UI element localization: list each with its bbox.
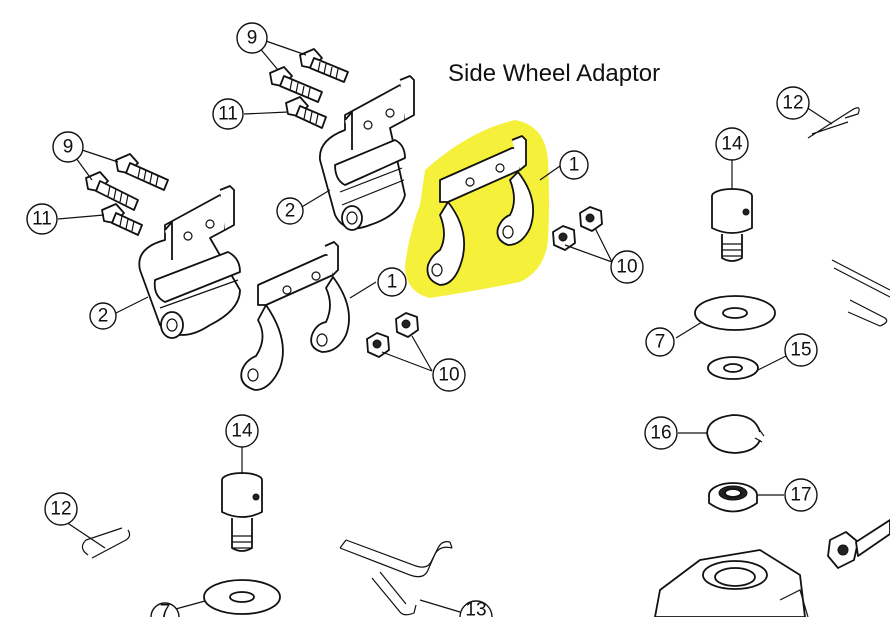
bearing: [708, 482, 758, 513]
callout-2-upper: 2: [276, 197, 304, 225]
svg-text:9: 9: [247, 28, 258, 49]
bottom-hub: [654, 549, 809, 617]
svg-text:11: 11: [218, 104, 238, 125]
callout-7-top: 7: [645, 327, 675, 357]
callout-13-bottom: 13: [459, 600, 493, 617]
callout-12-bottom: 12: [44, 492, 78, 526]
right-edge-rod: [831, 259, 890, 327]
snap-ring: [706, 414, 765, 454]
arm-lower: [240, 241, 350, 391]
callout-16: 16: [644, 416, 678, 450]
svg-text:13: 13: [465, 600, 486, 617]
handle-bottom: [339, 539, 453, 616]
svg-text:11: 11: [32, 209, 52, 230]
spindle-bottom: [221, 472, 263, 552]
bolt-top-1: [299, 48, 349, 83]
bolt-left-3: [101, 203, 143, 236]
callout-2-lower: 2: [89, 302, 117, 330]
callout-14-top: 14: [715, 127, 749, 161]
nuts-right: [552, 206, 603, 251]
svg-text:1: 1: [569, 155, 580, 176]
svg-text:14: 14: [231, 421, 253, 442]
svg-text:17: 17: [790, 485, 811, 506]
bolt-left-1: [115, 153, 169, 191]
svg-text:1: 1: [387, 272, 398, 293]
right-edge-bolt: [827, 519, 890, 569]
callout-14-bottom: 14: [225, 414, 259, 448]
arm-highlighted: [426, 135, 534, 286]
svg-text:10: 10: [616, 257, 637, 278]
callout-10-lower: 10: [432, 358, 466, 392]
svg-text:7: 7: [160, 602, 171, 617]
pin-clip-bottom: [81, 527, 131, 559]
svg-text:10: 10: [438, 365, 459, 386]
svg-text:9: 9: [63, 137, 74, 158]
spindle-top: [711, 188, 753, 262]
bracket-lower: [138, 185, 241, 339]
svg-text:7: 7: [655, 332, 666, 353]
nuts-lower: [366, 312, 419, 358]
washer-large-bottom: [203, 579, 281, 615]
bolt-top-2: [269, 66, 323, 103]
callout-1-highlighted: 1: [559, 150, 589, 180]
callout-17: 17: [784, 478, 818, 512]
callout-15: 15: [784, 333, 818, 367]
bolt-top-3: [285, 96, 327, 129]
callout-1-lower: 1: [377, 267, 407, 297]
washer-large-top: [694, 295, 776, 331]
svg-text:12: 12: [50, 499, 71, 520]
diagram-title: Side Wheel Adaptor: [448, 60, 660, 87]
svg-text:2: 2: [98, 306, 109, 327]
svg-text:2: 2: [285, 201, 296, 222]
leader-lines: [57, 39, 833, 613]
callout-10-right: 10: [610, 250, 644, 284]
svg-text:12: 12: [782, 93, 803, 114]
callout-7-bottom: 7: [150, 602, 180, 617]
bracket-upper: [319, 75, 415, 231]
bolt-left-2: [85, 171, 139, 211]
callout-11-left: 11: [26, 203, 58, 235]
svg-text:16: 16: [650, 423, 671, 444]
svg-text:15: 15: [790, 340, 811, 361]
callout-11-top: 11: [212, 98, 244, 130]
washer-small: [707, 356, 759, 380]
callout-9-left: 9: [52, 131, 84, 163]
callout-12-top: 12: [776, 86, 810, 120]
pin-clip-top: [807, 107, 860, 139]
svg-text:14: 14: [721, 134, 743, 155]
callout-9-top: 9: [236, 22, 268, 54]
